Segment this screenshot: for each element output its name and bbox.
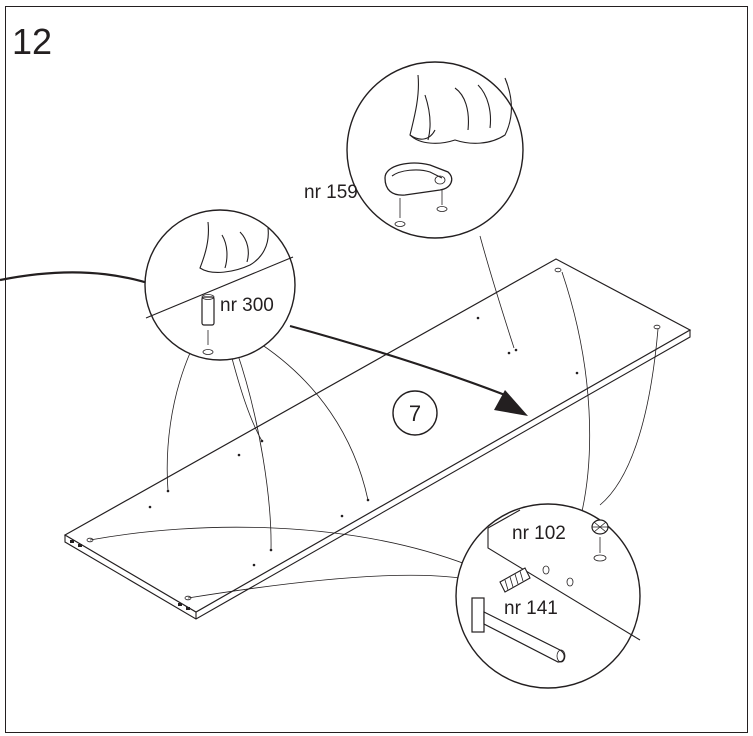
leader-lines bbox=[89, 235, 659, 599]
cam-lock-icon bbox=[384, 162, 453, 227]
board-panel bbox=[63, 258, 692, 620]
panel-number: 7 bbox=[409, 401, 421, 426]
hand-icon bbox=[199, 221, 269, 273]
instruction-frame bbox=[5, 6, 748, 733]
dowel-icon bbox=[201, 294, 215, 355]
part-label-159: nr 159 bbox=[304, 182, 358, 203]
hand-icon bbox=[409, 74, 512, 144]
step-number: 12 bbox=[12, 21, 52, 62]
part-label-102: nr 102 bbox=[512, 523, 566, 544]
panel-number-badge: 7 bbox=[392, 390, 438, 436]
part-label-300: nr 300 bbox=[220, 295, 274, 316]
detail-circle-300: nr 300 bbox=[144, 209, 296, 361]
detail-circle-102-141: nr 102 nr 141 bbox=[455, 503, 641, 689]
bolt-icon bbox=[471, 567, 566, 663]
part-label-141: nr 141 bbox=[504, 598, 558, 619]
screw-icon bbox=[591, 519, 609, 562]
board-edge-detail bbox=[487, 509, 641, 641]
detail-circle-159: nr 159 bbox=[304, 61, 524, 239]
